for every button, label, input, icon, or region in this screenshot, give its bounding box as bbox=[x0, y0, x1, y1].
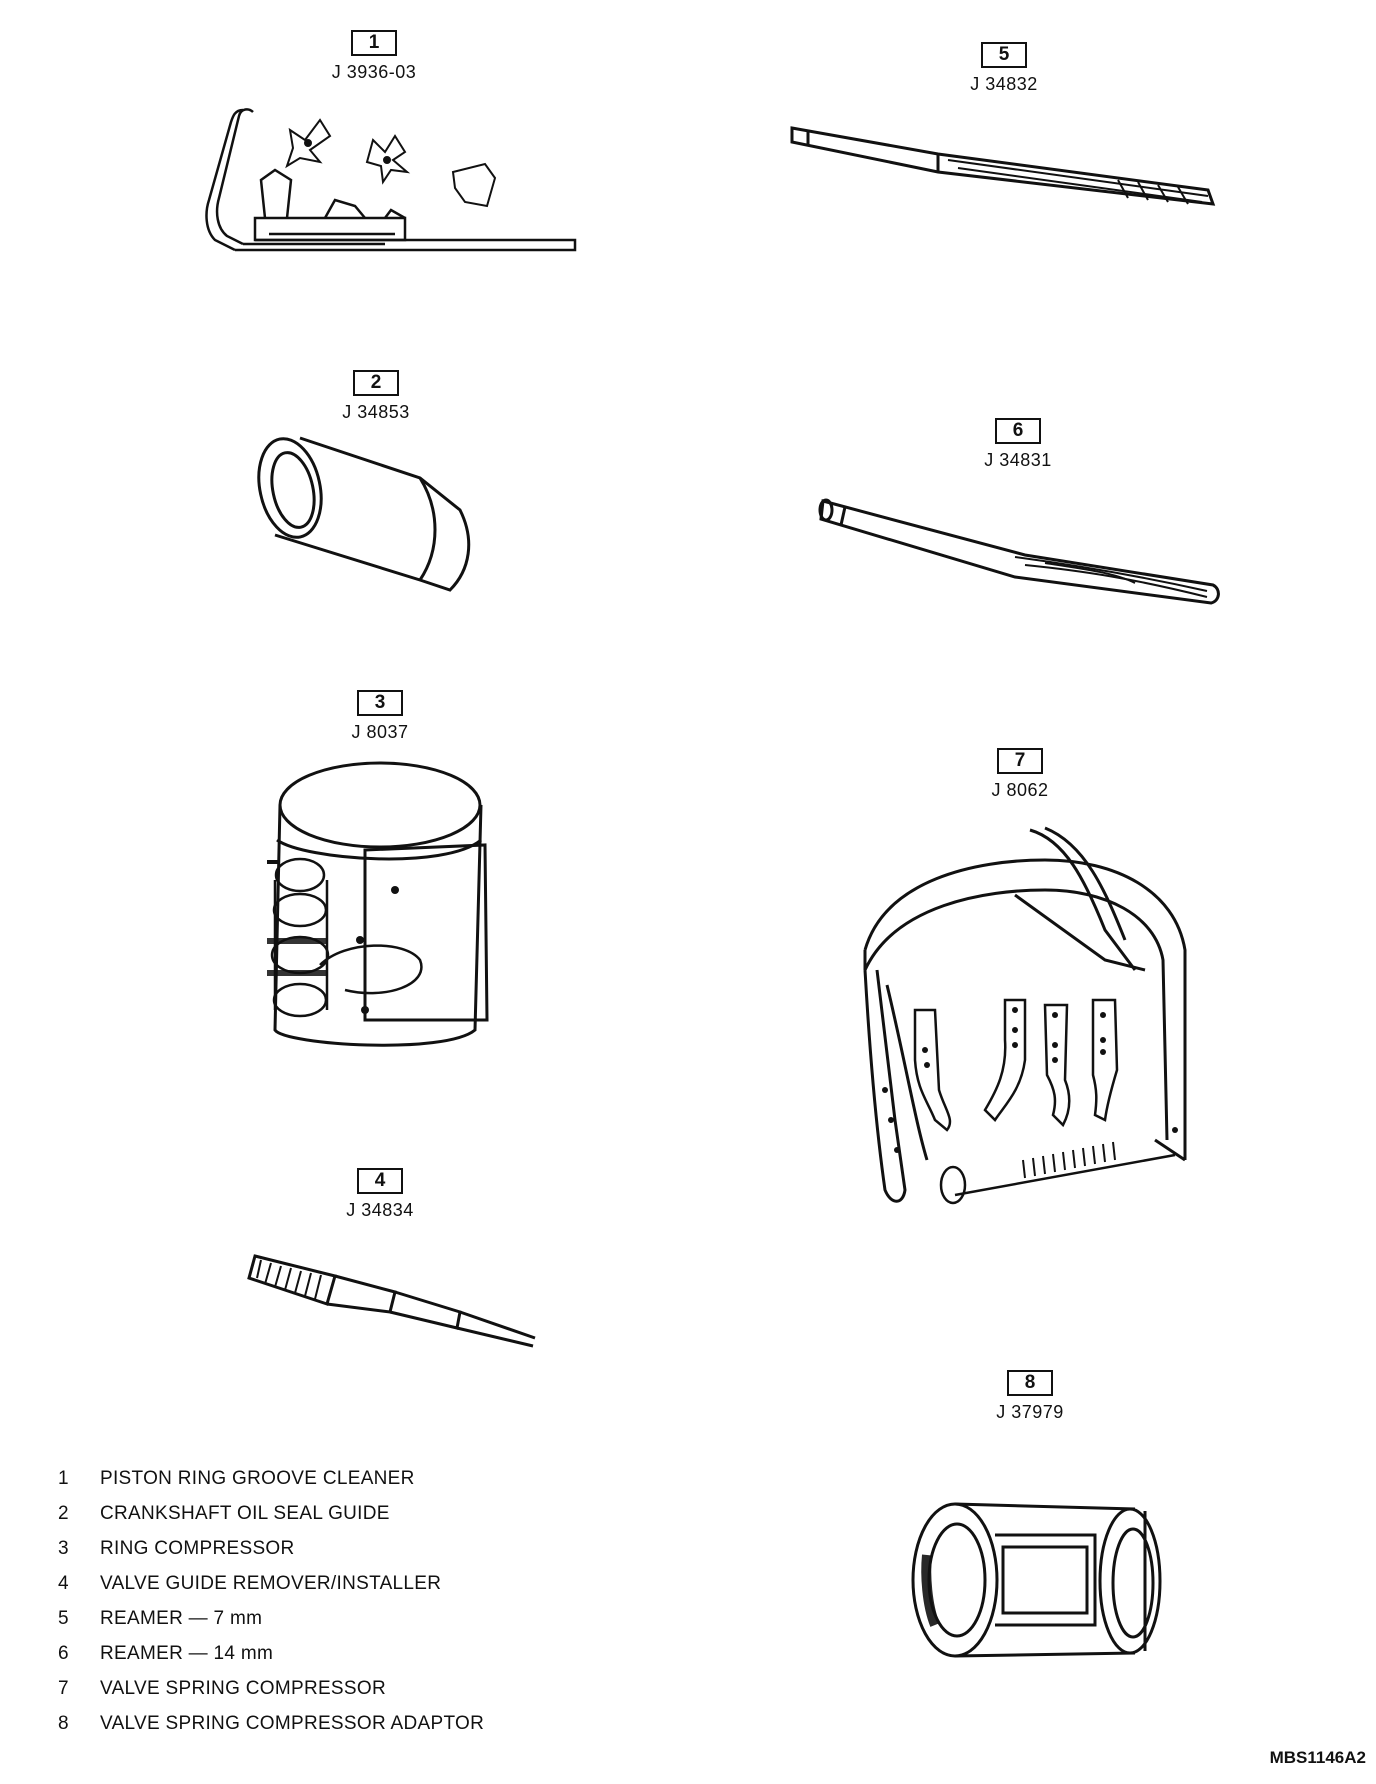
tool-7-callout: 7 J 8062 bbox=[940, 748, 1100, 801]
legend-text: PISTON RING GROOVE CLEANER bbox=[100, 1468, 415, 1489]
tool-3-callout: 3 J 8037 bbox=[300, 690, 460, 743]
legend-number: 3 bbox=[58, 1538, 69, 1559]
legend-text: VALVE SPRING COMPRESSOR ADAPTOR bbox=[100, 1713, 485, 1734]
legend-text: REAMER — 7 mm bbox=[100, 1608, 263, 1629]
part-number: J 3936-03 bbox=[331, 62, 417, 82]
legend-number: 6 bbox=[58, 1643, 69, 1664]
legend-text: REAMER — 14 mm bbox=[100, 1643, 274, 1664]
part-number: J 8037 bbox=[351, 722, 409, 742]
callout-number: 4 bbox=[357, 1168, 403, 1194]
callout-number: 5 bbox=[981, 42, 1027, 68]
reamer-7mm-illustration bbox=[788, 122, 1223, 212]
legend-text: RING COMPRESSOR bbox=[100, 1538, 295, 1559]
tool-6-callout: 6 J 34831 bbox=[938, 418, 1098, 471]
piston-ring-groove-cleaner-illustration bbox=[195, 100, 595, 280]
legend-number: 7 bbox=[58, 1678, 69, 1699]
reamer-14mm-illustration bbox=[815, 495, 1225, 615]
figure-id: MBS1146A2 bbox=[1269, 1748, 1366, 1767]
valve-spring-compressor-illustration bbox=[835, 820, 1205, 1215]
callout-number: 2 bbox=[353, 370, 399, 396]
callout-number: 1 bbox=[351, 30, 397, 56]
valve-guide-remover-installer-illustration bbox=[245, 1238, 545, 1358]
part-number: J 34834 bbox=[346, 1200, 414, 1220]
callout-number: 6 bbox=[995, 418, 1041, 444]
legend-number: 8 bbox=[58, 1713, 69, 1734]
callout-number: 7 bbox=[997, 748, 1043, 774]
tool-1-callout: 1 J 3936-03 bbox=[294, 30, 454, 83]
legend-text: CRANKSHAFT OIL SEAL GUIDE bbox=[100, 1503, 390, 1524]
legend-text: VALVE SPRING COMPRESSOR bbox=[100, 1678, 386, 1699]
callout-number: 8 bbox=[1007, 1370, 1053, 1396]
part-number: J 8062 bbox=[991, 780, 1049, 800]
valve-spring-compressor-adaptor-illustration bbox=[905, 1495, 1175, 1670]
part-number: J 34853 bbox=[342, 402, 410, 422]
legend-number: 5 bbox=[58, 1608, 69, 1629]
tool-2-callout: 2 J 34853 bbox=[296, 370, 456, 423]
tool-5-callout: 5 J 34832 bbox=[924, 42, 1084, 95]
part-number: J 37979 bbox=[996, 1402, 1064, 1422]
tool-4-callout: 4 J 34834 bbox=[300, 1168, 460, 1221]
legend-number: 4 bbox=[58, 1573, 69, 1594]
crankshaft-oil-seal-guide-illustration bbox=[245, 430, 520, 605]
legend-number: 1 bbox=[58, 1468, 69, 1489]
part-number: J 34832 bbox=[970, 74, 1038, 94]
callout-number: 3 bbox=[357, 690, 403, 716]
legend-number: 2 bbox=[58, 1503, 69, 1524]
ring-compressor-illustration bbox=[267, 760, 495, 1060]
legend-text: VALVE GUIDE REMOVER/INSTALLER bbox=[100, 1573, 442, 1594]
tool-8-callout: 8 J 37979 bbox=[950, 1370, 1110, 1423]
part-number: J 34831 bbox=[984, 450, 1052, 470]
